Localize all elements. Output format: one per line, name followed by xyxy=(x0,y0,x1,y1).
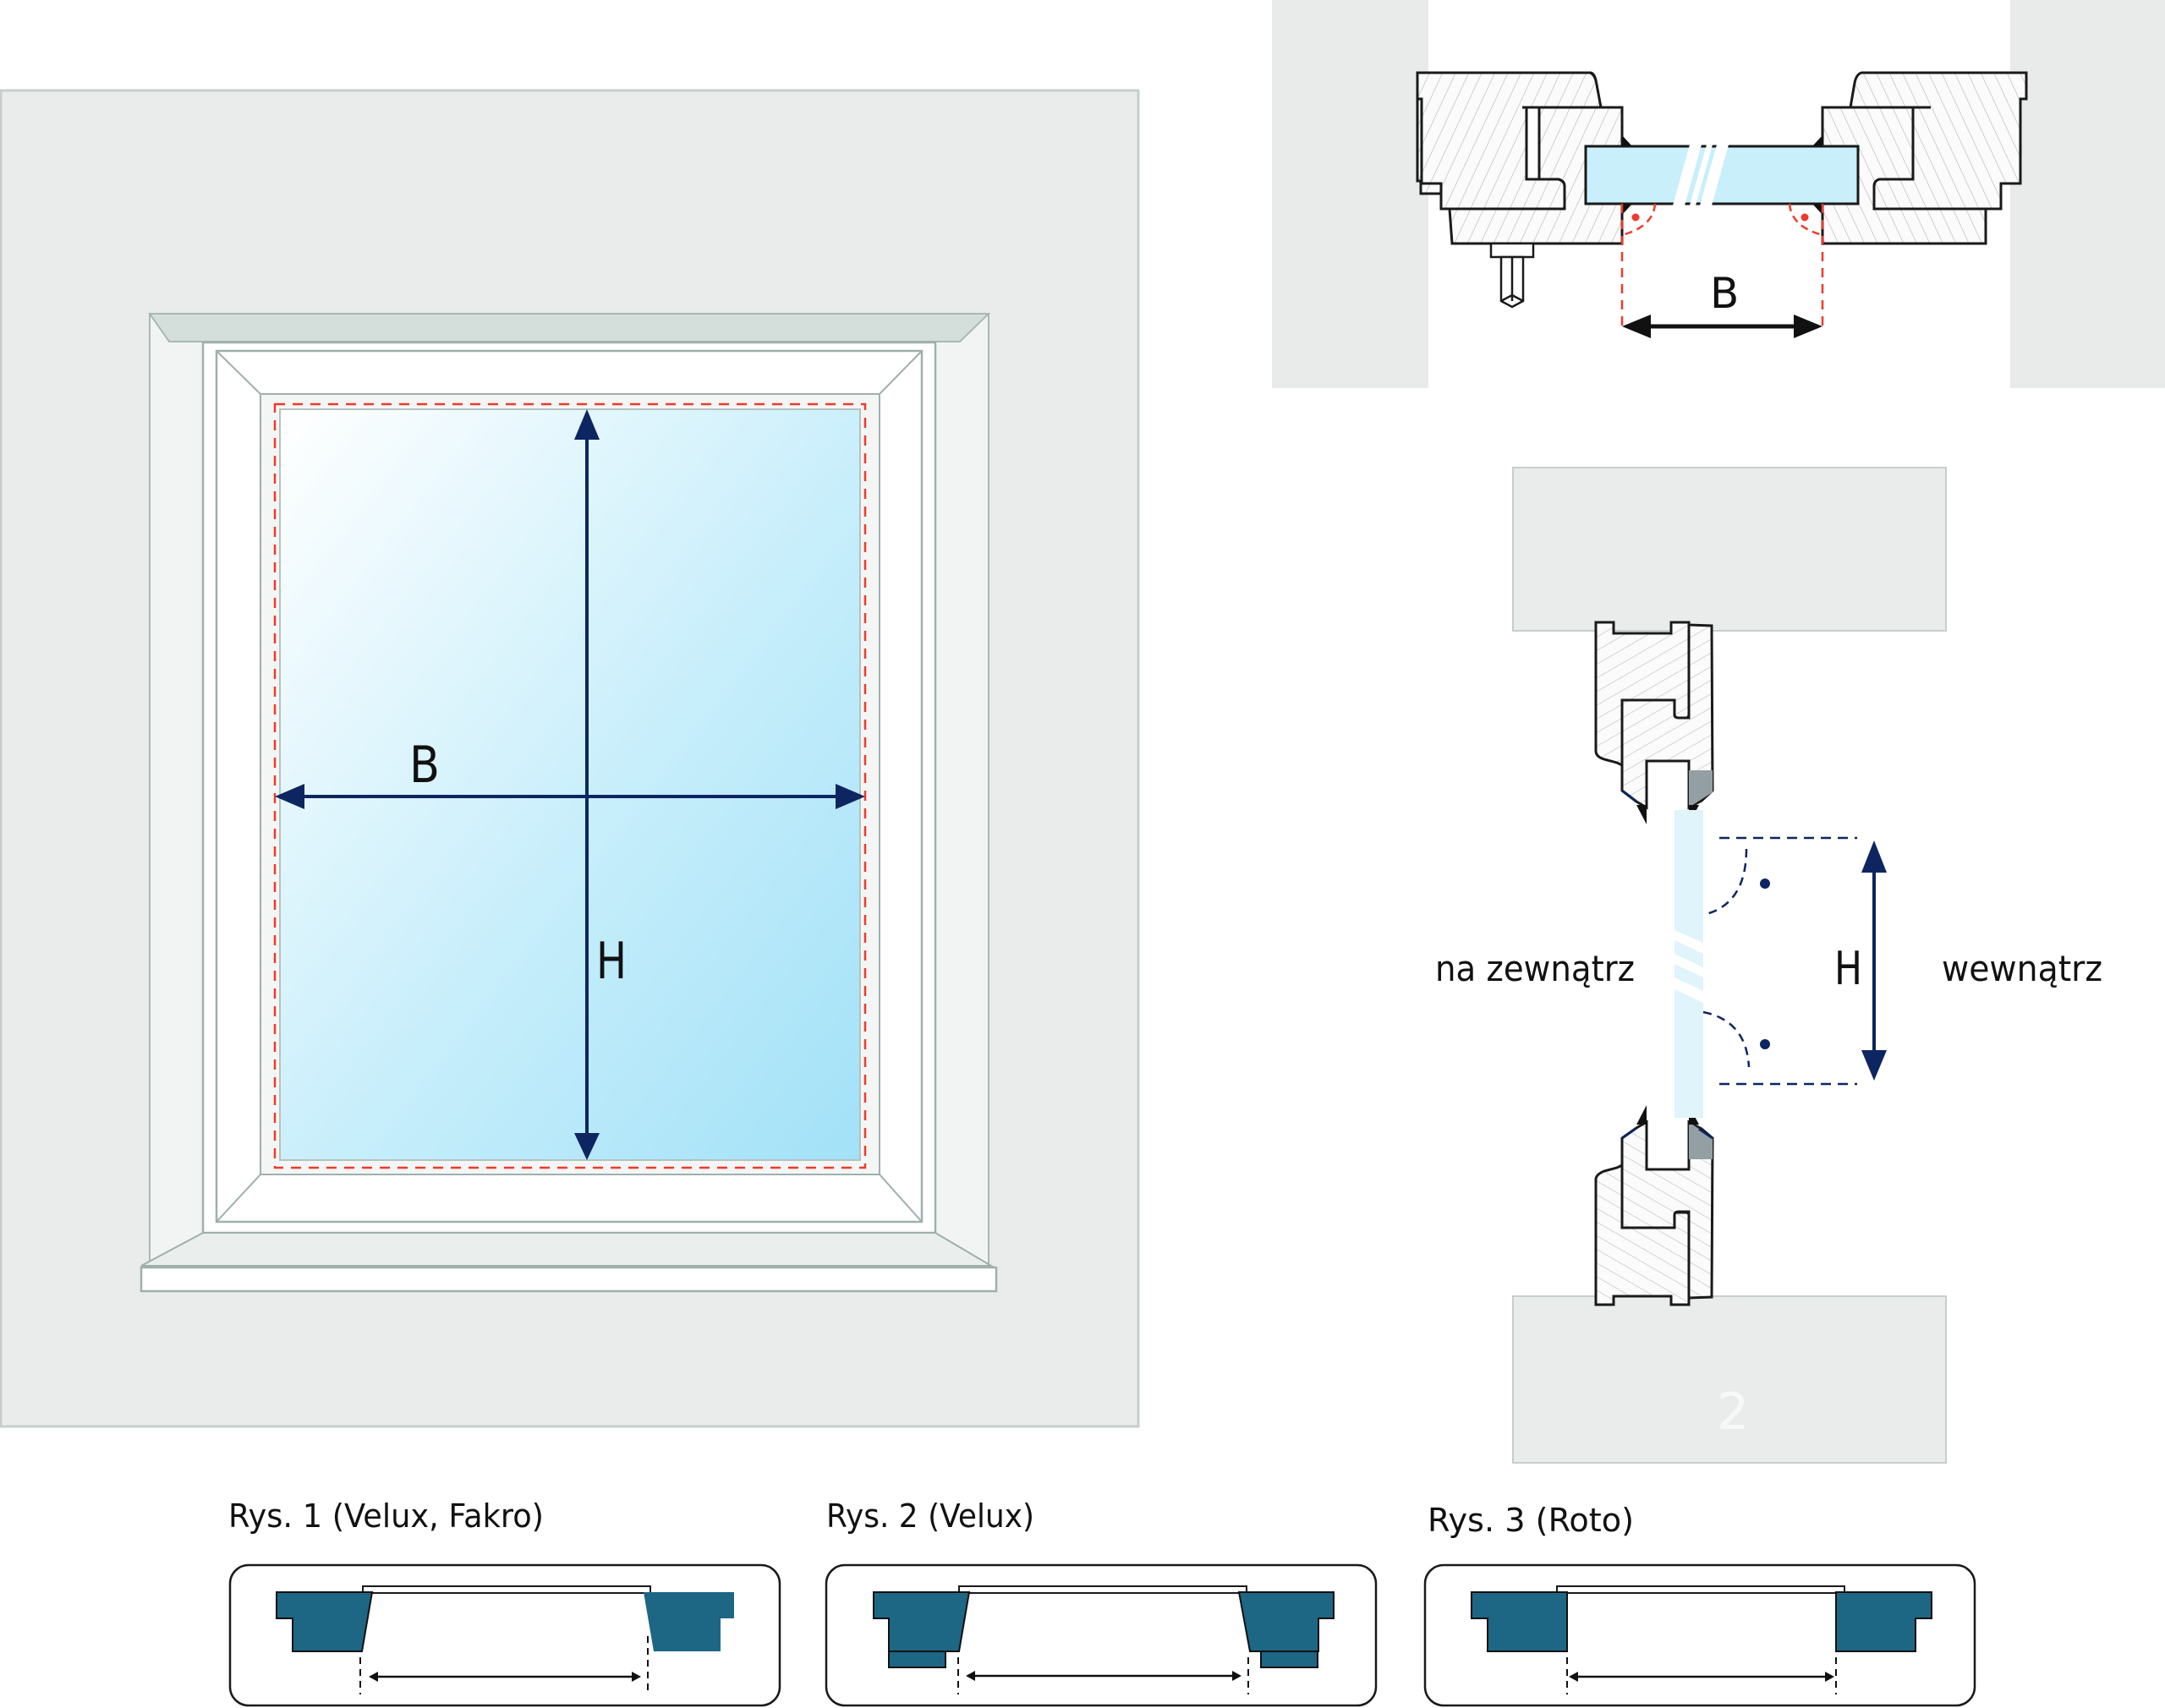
right-angle-mark xyxy=(1702,848,1748,917)
arrowhead-left-icon xyxy=(275,784,304,809)
frame-right xyxy=(1835,1591,1932,1652)
glass-break-gap xyxy=(1700,145,1729,205)
glass-break-gap xyxy=(1673,145,1702,205)
wall-bottom xyxy=(1512,1295,1947,1464)
seal xyxy=(1812,135,1822,146)
wall-top xyxy=(1512,467,1947,632)
profile-diagram-2: Rys. 2 (Velux) xyxy=(825,1497,1378,1707)
right-angle-dot xyxy=(1631,213,1640,222)
height-label: H xyxy=(1834,942,1862,995)
reveal-top xyxy=(148,313,991,342)
faint-marker: 2 xyxy=(1717,1382,1749,1442)
bevel-line xyxy=(216,350,261,395)
glass-strip xyxy=(1556,1585,1845,1594)
frame-left xyxy=(276,1591,374,1652)
sill-top xyxy=(140,1232,995,1267)
sash-top-body xyxy=(1620,623,1714,810)
arrowhead-left-icon xyxy=(1569,1672,1578,1682)
inside-label: wewnątrz xyxy=(1942,948,2102,989)
frame-right xyxy=(1237,1591,1335,1652)
glass-break-gap xyxy=(1690,145,1713,205)
frame-left xyxy=(1471,1591,1568,1652)
glass-pane xyxy=(279,408,861,1161)
seal xyxy=(1812,204,1822,215)
arrowhead-right-icon xyxy=(1825,1672,1834,1682)
seal xyxy=(1636,1105,1647,1125)
bevel-line xyxy=(879,350,923,395)
profile-caption: Rys. 2 (Velux) xyxy=(826,1497,1034,1535)
sash-edge-navy xyxy=(1621,1126,1637,1140)
right-angle-dot xyxy=(1760,1039,1770,1049)
window-sill xyxy=(140,1266,998,1293)
height-label: H xyxy=(596,932,627,991)
arrowhead-left-icon xyxy=(369,1672,378,1682)
arrowhead-right-icon xyxy=(836,784,865,809)
right-angle-mark xyxy=(1621,203,1657,237)
frame-right xyxy=(644,1592,734,1651)
handle-base xyxy=(1489,242,1535,259)
sash-edge-navy xyxy=(1621,789,1637,803)
handle-spindle xyxy=(1499,255,1525,309)
horizontal-section: B xyxy=(1272,0,2165,388)
wall-right xyxy=(2010,0,2165,388)
seal xyxy=(1622,204,1632,215)
seal-interior xyxy=(1689,1138,1713,1159)
seal xyxy=(1636,805,1647,824)
bevel-line xyxy=(879,1174,923,1223)
width-label: B xyxy=(409,736,440,795)
profile-caption: Rys. 1 (Velux, Fakro) xyxy=(228,1497,544,1535)
width-label: B xyxy=(1710,269,1739,318)
seal xyxy=(1622,135,1632,146)
vertical-section: 2 H na xyxy=(1435,467,2102,1464)
front-view: B H xyxy=(0,89,1140,1428)
right-angle-dot xyxy=(1801,213,1809,222)
seal-interior xyxy=(1689,791,1713,807)
frame-left-lower xyxy=(888,1651,946,1668)
glass-section xyxy=(1674,810,1703,943)
arrowhead-up-icon xyxy=(1861,840,1887,873)
sash-edge-navy xyxy=(1698,1127,1713,1140)
outside-label: na zewnątrz xyxy=(1435,948,1635,989)
arrowhead-right-icon xyxy=(1232,1671,1241,1681)
glass-strip xyxy=(362,1585,651,1594)
arrowhead-down-icon xyxy=(574,1133,600,1160)
arrowhead-up-icon xyxy=(574,409,600,440)
glass-section xyxy=(1674,964,1703,991)
glass-section xyxy=(1674,989,1703,1118)
arrowhead-down-icon xyxy=(1861,1050,1887,1081)
frame-right-lower xyxy=(1260,1651,1318,1668)
sash-bottom-body xyxy=(1620,1120,1714,1300)
glass-strip xyxy=(958,1585,1247,1594)
arrowhead-right-icon xyxy=(1794,315,1822,338)
arrowhead-left-icon xyxy=(966,1671,975,1681)
profile-diagram-3: Rys. 3 (Roto) xyxy=(1423,1502,1976,1707)
profile-diagram-1: Rys. 1 (Velux, Fakro) xyxy=(228,1497,781,1707)
right-angle-mark xyxy=(1702,1010,1751,1068)
right-angle-mark xyxy=(1788,203,1823,237)
seal-interior xyxy=(1689,770,1713,791)
arrowhead-right-icon xyxy=(632,1672,641,1682)
right-angle-dot xyxy=(1760,879,1770,889)
bevel-line xyxy=(216,1174,261,1223)
profile-caption: Rys. 3 (Roto) xyxy=(1428,1502,1634,1539)
glass-section xyxy=(1674,940,1703,967)
wall-left xyxy=(1272,0,1428,388)
arrowhead-left-icon xyxy=(1622,315,1651,338)
